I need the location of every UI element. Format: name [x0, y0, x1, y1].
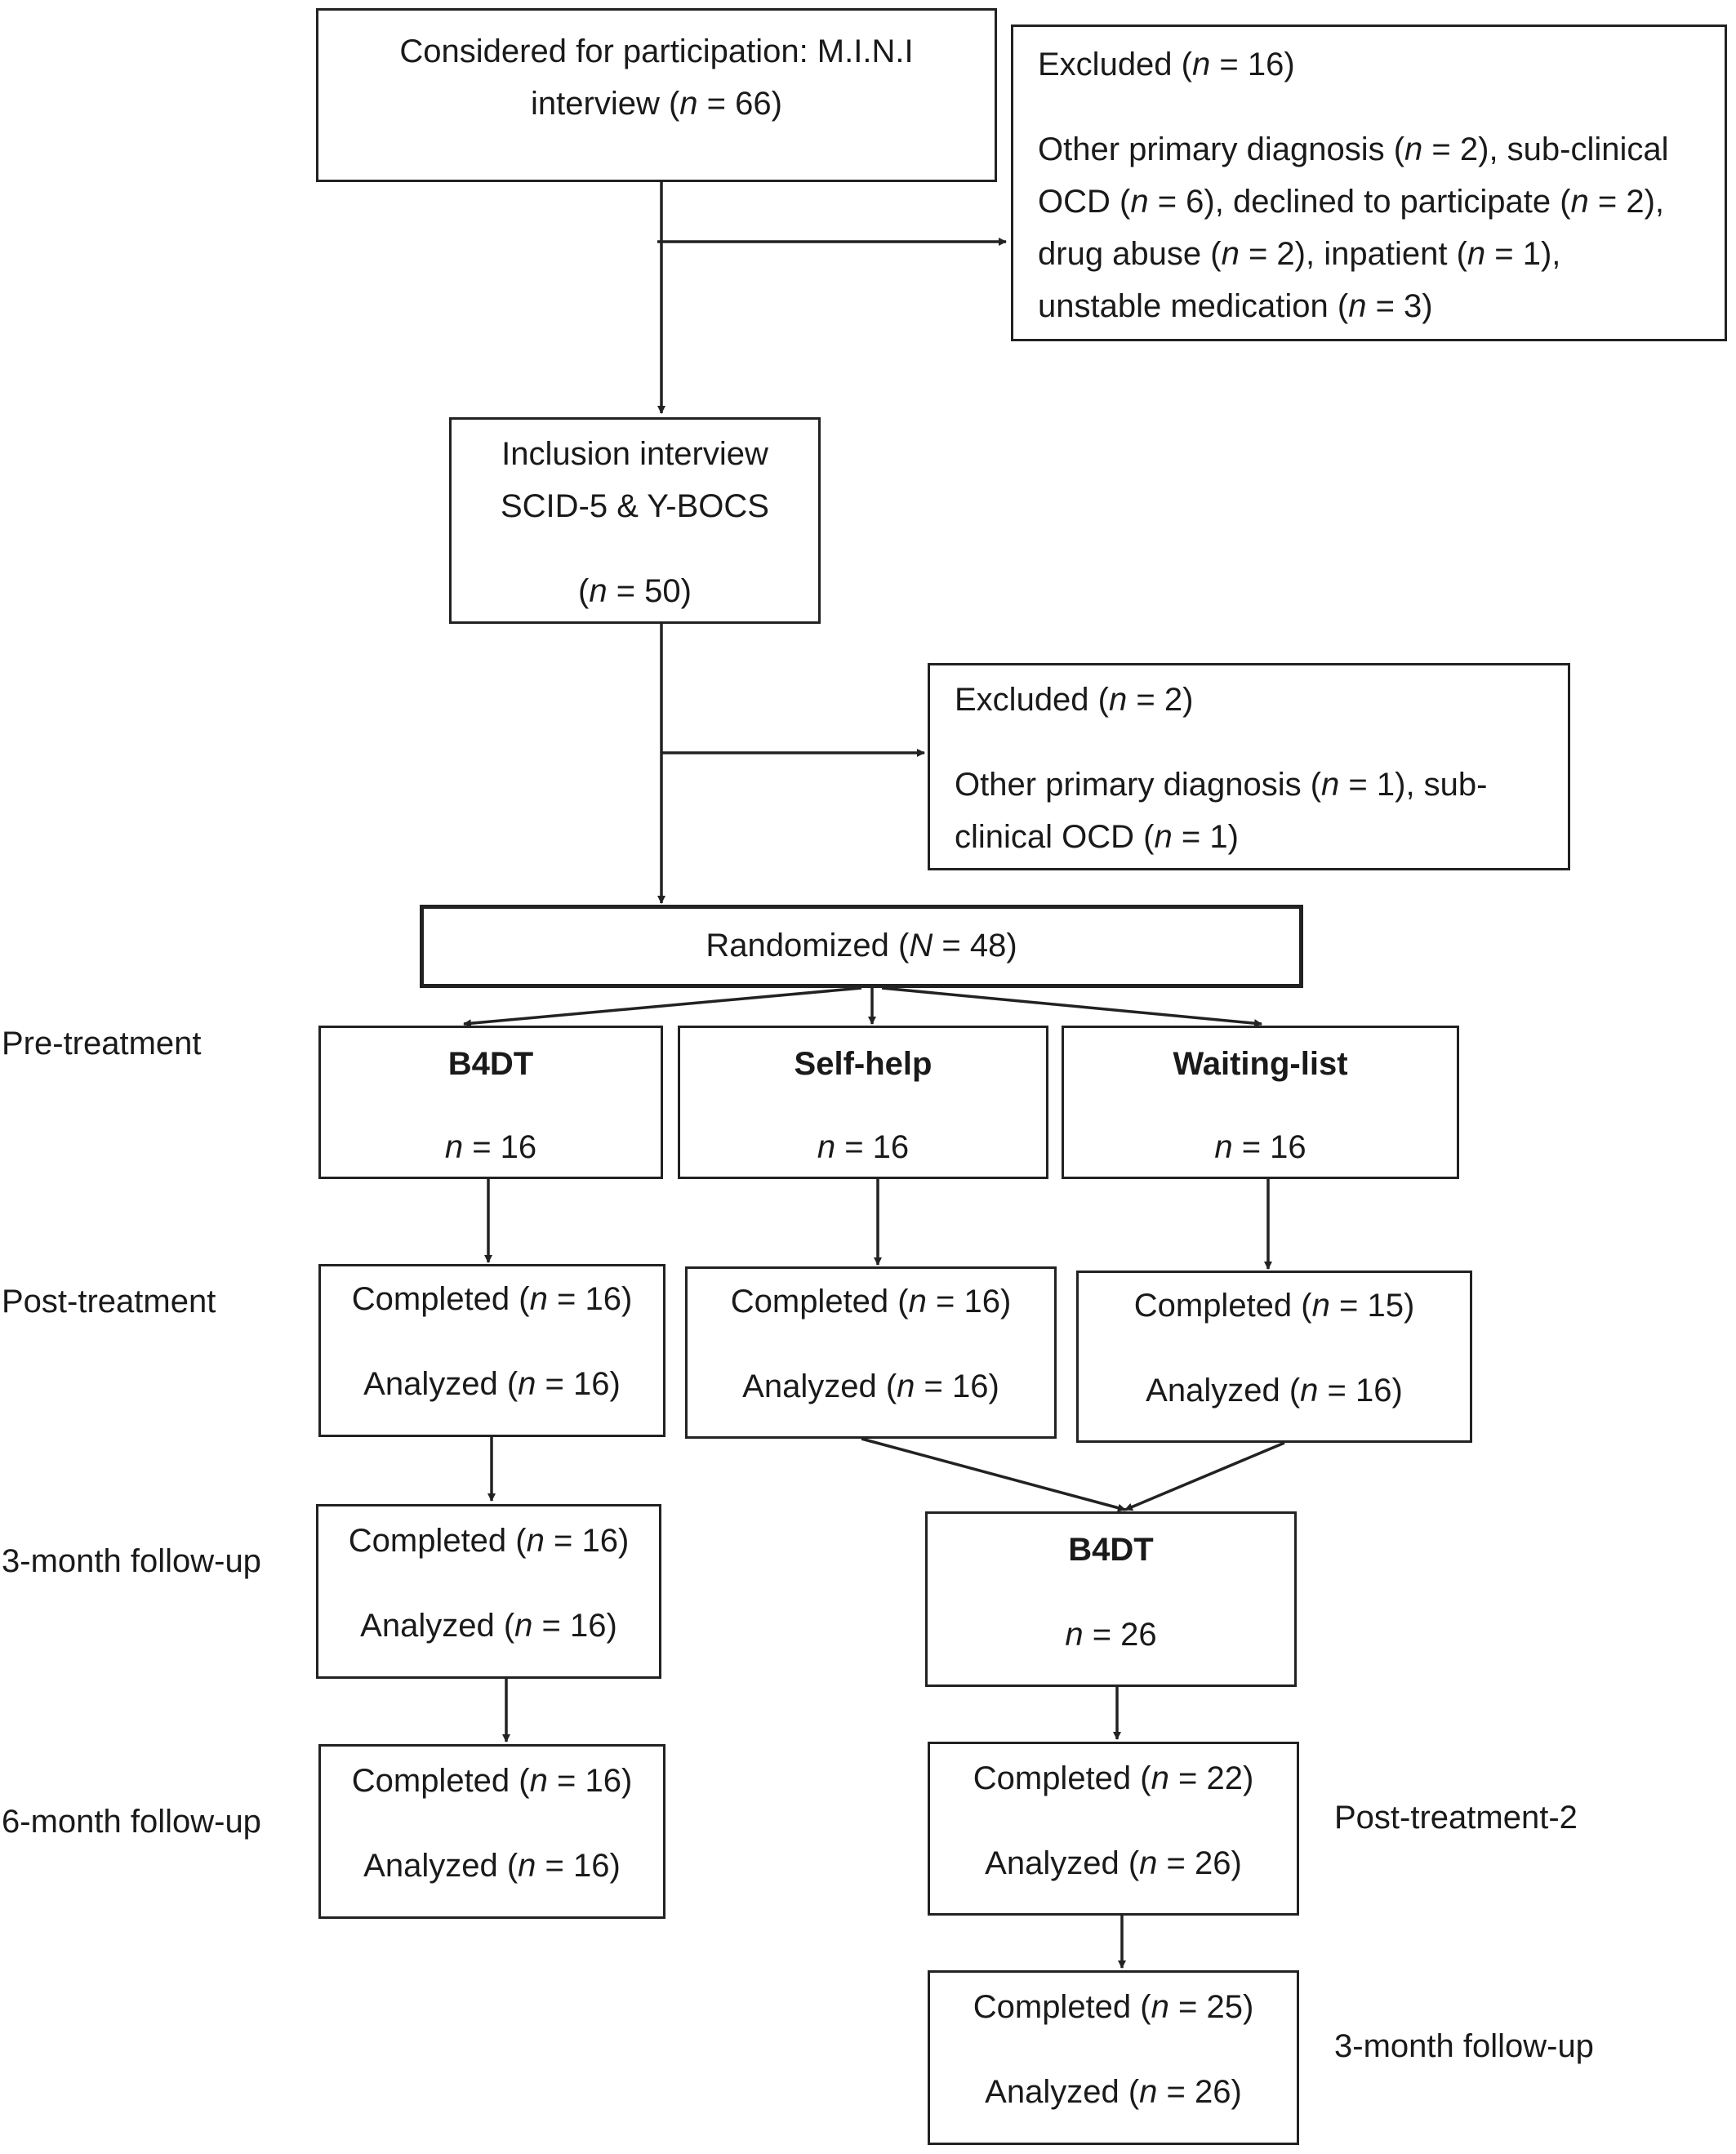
- excluded2-box: Excluded (n = 2) Other primary diagnosis…: [928, 663, 1570, 870]
- arrow-rand-to-waitlist: [881, 986, 1262, 1028]
- b4dt2-title: B4DT: [1068, 1532, 1154, 1568]
- b4dt-post-completed: Completed (n = 16): [351, 1281, 633, 1317]
- b4dt-6m-box: Completed (n = 16) Analyzed (n = 16): [318, 1744, 665, 1919]
- excluded2-reason-line2: clinical OCD (n = 1): [955, 819, 1239, 855]
- excluded1-reason-line1: Other primary diagnosis (n = 2), sub-cli…: [1038, 131, 1669, 167]
- excluded2-title: Excluded (n = 2): [955, 682, 1194, 718]
- selfhelp-arm-title: Self-help: [794, 1046, 933, 1082]
- post2-analyzed: Analyzed (n = 26): [985, 1845, 1242, 1881]
- randomized-box: Randomized (N = 48): [420, 905, 1303, 988]
- b4dt-6m-analyzed: Analyzed (n = 16): [363, 1848, 621, 1884]
- excluded1-title: Excluded (n = 16): [1038, 47, 1295, 82]
- waitlist-post-box: Completed (n = 15) Analyzed (n = 16): [1076, 1271, 1472, 1443]
- b4dt-post-box: Completed (n = 16) Analyzed (n = 16): [318, 1264, 665, 1437]
- b4dt-arm-title: B4DT: [447, 1046, 534, 1082]
- label-pre-treatment: Pre-treatment: [2, 1026, 202, 1061]
- b4dt2-count: n = 26: [1065, 1617, 1157, 1653]
- selfhelp-post-analyzed: Analyzed (n = 16): [742, 1369, 999, 1404]
- excluded1-reason-line4: unstable medication (n = 3): [1038, 288, 1433, 324]
- arrow-selfhelp-post-to-b4dt2: [861, 1437, 1126, 1512]
- selfhelp-arm-count: n = 16: [817, 1129, 910, 1165]
- inclusion-line2: SCID-5 & Y-BOCS: [500, 488, 769, 524]
- considered-line2: interview (n = 66): [531, 86, 782, 122]
- inclusion-count: (n = 50): [578, 573, 692, 609]
- selfhelp-post-completed: Completed (n = 16): [730, 1284, 1012, 1320]
- post2-completed: Completed (n = 22): [973, 1760, 1254, 1796]
- randomized-label: Randomized (N = 48): [706, 928, 1017, 964]
- arrow-rand-to-b4dt: [463, 986, 862, 1028]
- b4dt-3m-analyzed: Analyzed (n = 16): [360, 1608, 617, 1644]
- b4dt-arm-count: n = 16: [444, 1129, 537, 1165]
- label-post-treatment-2: Post-treatment-2: [1334, 1800, 1578, 1836]
- b4dt-3m-box: Completed (n = 16) Analyzed (n = 16): [316, 1504, 661, 1679]
- selfhelp-post-box: Completed (n = 16) Analyzed (n = 16): [685, 1266, 1057, 1439]
- inclusion-line1: Inclusion interview: [501, 436, 768, 472]
- waitlist-arm-box: Waiting-list n = 16: [1062, 1026, 1459, 1179]
- waitlist-post-completed: Completed (n = 15): [1133, 1288, 1415, 1324]
- considered-line1: Considered for participation: M.I.N.I: [399, 33, 914, 69]
- waitlist-arm-count: n = 16: [1214, 1129, 1306, 1165]
- excluded1-box: Excluded (n = 16) Other primary diagnosi…: [1011, 24, 1727, 341]
- post2-box: Completed (n = 22) Analyzed (n = 26): [928, 1742, 1299, 1916]
- waitlist-post-analyzed: Analyzed (n = 16): [1146, 1373, 1403, 1409]
- b4dt2-box: B4DT n = 26: [925, 1511, 1297, 1687]
- fu2-completed: Completed (n = 25): [973, 1989, 1254, 2025]
- label-3-month-follow-up-2: 3-month follow-up: [1334, 2028, 1594, 2064]
- excluded1-reason-line2: OCD (n = 6), declined to participate (n …: [1038, 184, 1665, 220]
- label-post-treatment: Post-treatment: [2, 1284, 216, 1320]
- arrow-waitlist-post-to-b4dt2: [1124, 1441, 1285, 1511]
- label-3-month-follow-up: 3-month follow-up: [2, 1543, 261, 1579]
- b4dt-6m-completed: Completed (n = 16): [351, 1763, 633, 1799]
- inclusion-box: Inclusion interview SCID-5 & Y-BOCS (n =…: [449, 417, 821, 624]
- selfhelp-arm-box: Self-help n = 16: [678, 1026, 1048, 1179]
- excluded2-reason-line1: Other primary diagnosis (n = 1), sub-: [955, 767, 1488, 803]
- fu2-analyzed: Analyzed (n = 26): [985, 2074, 1242, 2110]
- label-6-month-follow-up: 6-month follow-up: [2, 1804, 261, 1840]
- excluded1-reason-line3: drug abuse (n = 2), inpatient (n = 1),: [1038, 236, 1561, 272]
- fu2-box: Completed (n = 25) Analyzed (n = 26): [928, 1970, 1299, 2145]
- b4dt-arm-box: B4DT n = 16: [318, 1026, 663, 1179]
- waitlist-arm-title: Waiting-list: [1173, 1046, 1348, 1082]
- considered-box: Considered for participation: M.I.N.I in…: [316, 8, 997, 182]
- b4dt-post-analyzed: Analyzed (n = 16): [363, 1366, 621, 1402]
- b4dt-3m-completed: Completed (n = 16): [348, 1523, 630, 1559]
